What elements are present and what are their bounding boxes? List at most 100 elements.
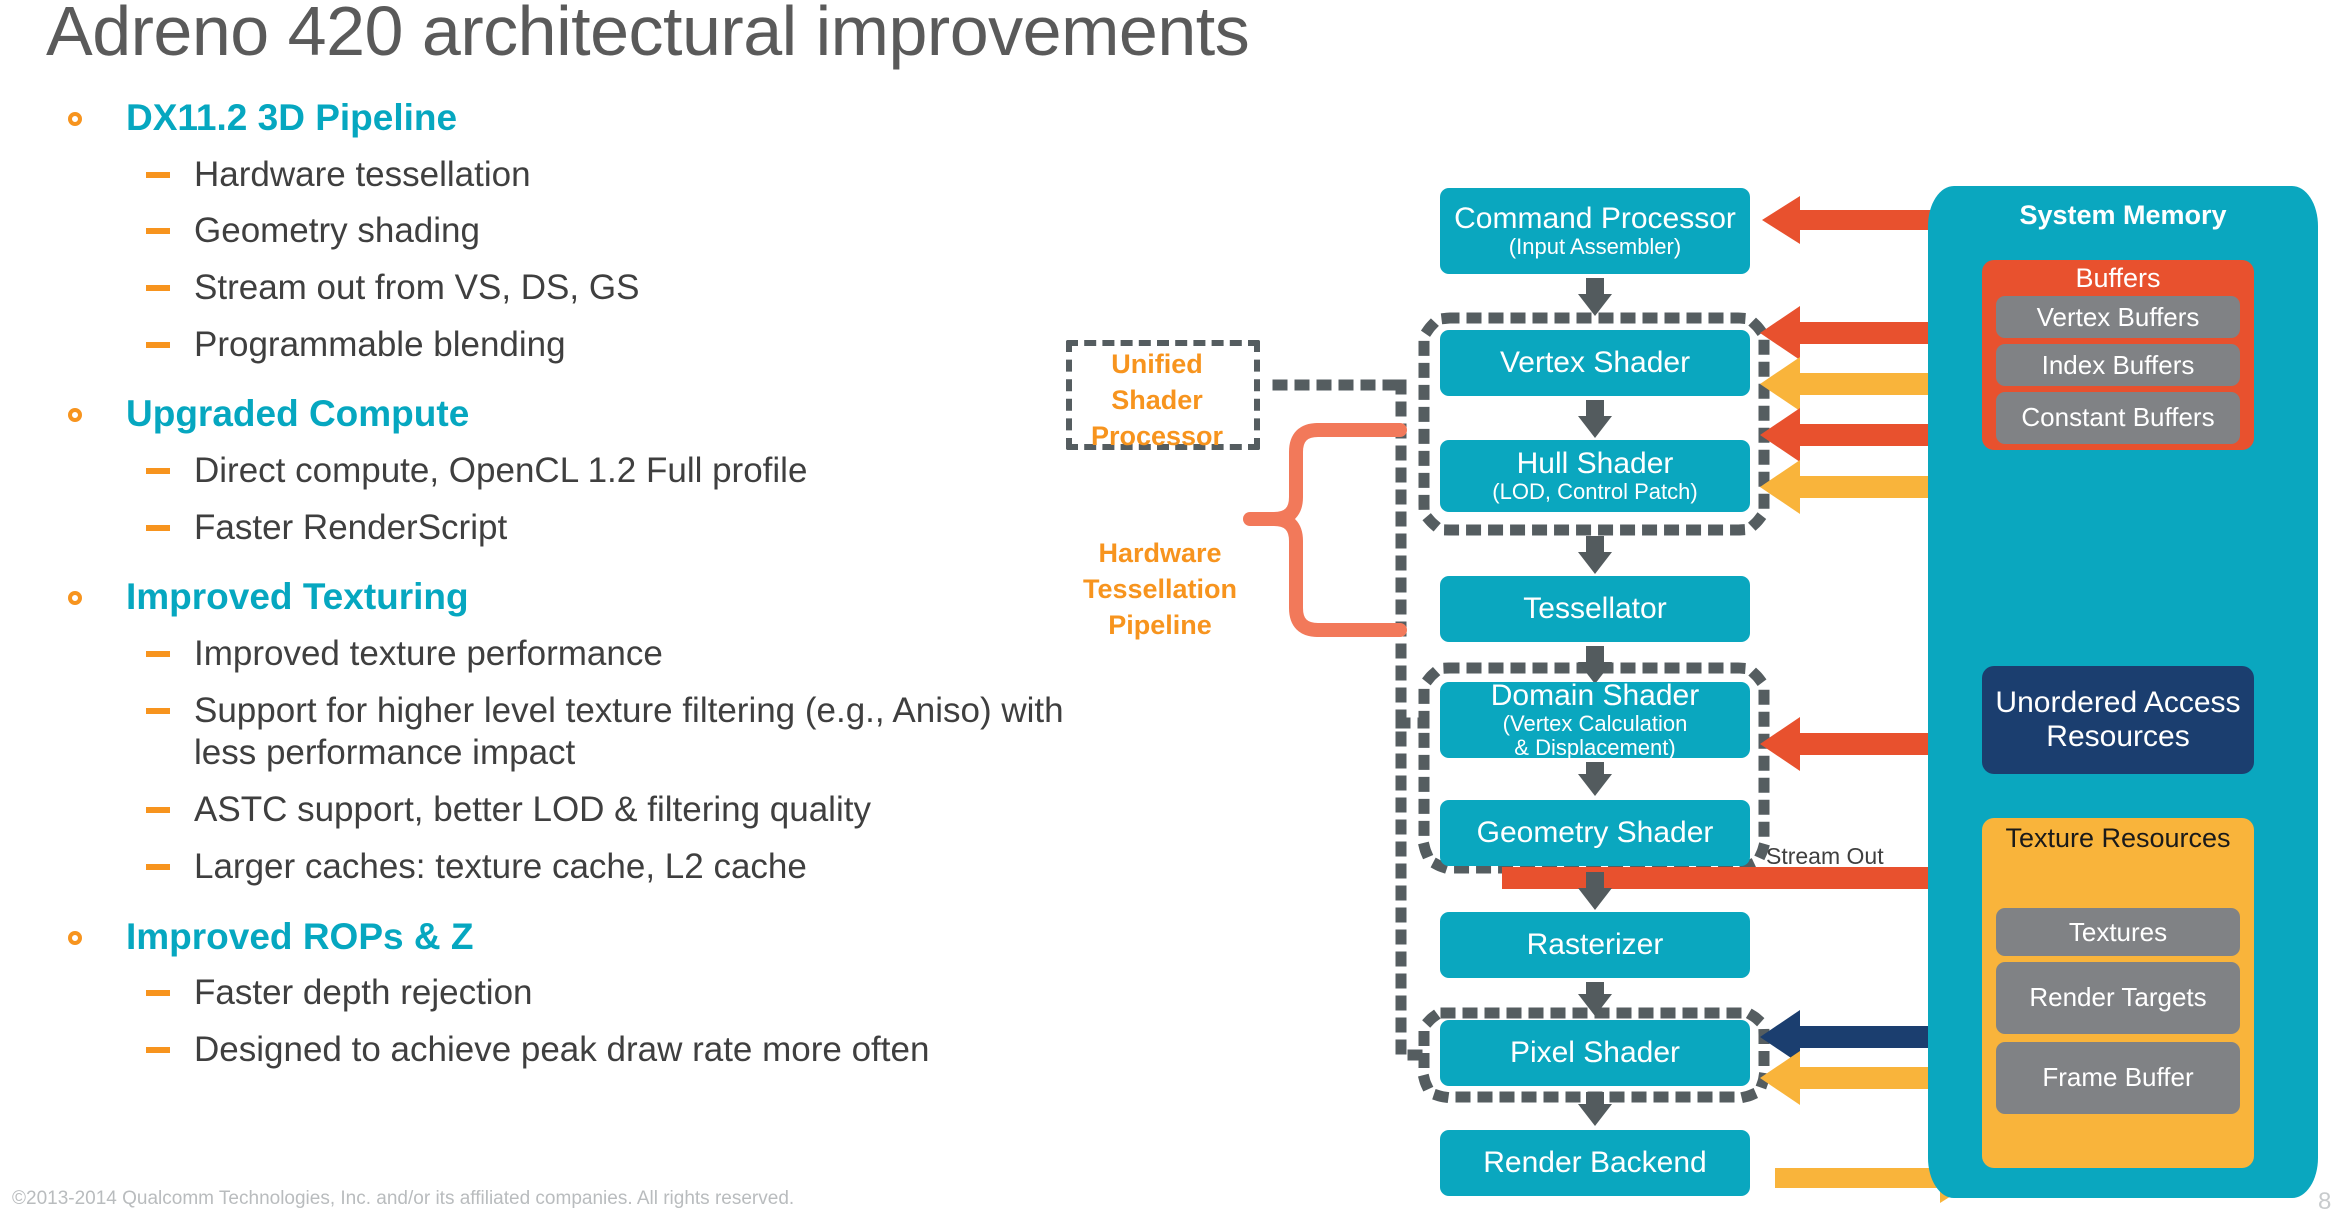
box-title: Hull Shader <box>1516 446 1674 480</box>
flow-arrow-gs-to-rast <box>1578 872 1612 910</box>
bullet-level1: DX11.2 3D Pipeline <box>46 96 1106 140</box>
bullet-level2: Geometry shading <box>46 210 1106 253</box>
box-title: Command Processor <box>1454 201 1736 235</box>
dash-bullet-icon <box>146 228 170 235</box>
bullet-level2-label: Hardware tessellation <box>194 154 531 194</box>
pipeline-box-tessellator[interactable]: Tessellator <box>1440 576 1750 642</box>
bullet-level2: Improved texture performance <box>46 633 1106 676</box>
bullet-list: DX11.2 3D Pipeline Hardware tessellation… <box>46 96 1106 1072</box>
bullet-level2-label: Faster depth rejection <box>194 973 533 1013</box>
ring-bullet-icon <box>68 112 82 126</box>
memory-group-header: Texture Resources <box>2005 823 2231 853</box>
dash-bullet-icon <box>146 171 170 178</box>
bullet-level1: Improved Texturing <box>46 575 1106 619</box>
dash-bullet-icon <box>146 524 170 531</box>
memory-chip-vertex-buffers[interactable]: Vertex Buffers <box>1996 296 2240 338</box>
htp-line-3: Pipeline <box>1108 610 1212 641</box>
box-title: Pixel Shader <box>1509 1035 1681 1069</box>
box-title: Geometry Shader <box>1476 815 1714 849</box>
pipeline-box-render-backend[interactable]: Render Backend <box>1440 1130 1750 1196</box>
memory-chip-frame-buffer[interactable]: Frame Buffer <box>1996 1042 2240 1114</box>
memory-group-header: Buffers <box>2075 263 2161 293</box>
flow-arrow-ps-to-rb <box>1578 1092 1612 1126</box>
pipeline-box-vertex-shader[interactable]: Vertex Shader <box>1440 330 1750 396</box>
bullet-level2: Hardware tessellation <box>46 154 1106 197</box>
page-title: Adreno 420 architectural improvements <box>46 0 1250 70</box>
ring-bullet-icon <box>68 930 82 945</box>
bullet-level2: Larger caches: texture cache, L2 cache <box>46 846 1106 889</box>
memory-chip-render-targets[interactable]: Render Targets <box>1996 962 2240 1034</box>
bullet-level1: Improved ROPs & Z <box>46 915 1106 959</box>
pipeline-box-pixel-shader[interactable]: Pixel Shader <box>1440 1020 1750 1086</box>
bullet-level1-label: Improved ROPs & Z <box>126 915 474 957</box>
arrow-memory-to-hull-shader-read <box>1760 408 1970 462</box>
usp-line-2: Shader <box>1111 385 1203 416</box>
memory-chip-index-buffers[interactable]: Index Buffers <box>1996 344 2240 386</box>
bullet-level1: Upgraded Compute <box>46 392 1106 436</box>
bullet-level2: Stream out from VS, DS, GS <box>46 267 1106 310</box>
box-title: Tessellator <box>1523 591 1667 625</box>
hardware-tessellation-pipeline-label: Hardware Tessellation Pipeline <box>1050 535 1270 644</box>
bullet-level1-label: DX11.2 3D Pipeline <box>126 97 458 138</box>
dash-bullet-icon <box>146 341 170 348</box>
dash-bullet-icon <box>146 707 170 714</box>
htp-line-2: Tessellation <box>1082 574 1238 605</box>
flow-arrow-tess-to-ds <box>1578 646 1612 684</box>
memory-chip-constant-buffers[interactable]: Constant Buffers <box>1996 392 2240 444</box>
unified-shader-processor-box <box>1066 340 1260 450</box>
copyright-footer: ©2013-2014 Qualcomm Technologies, Inc. a… <box>12 1188 795 1209</box>
bullet-level2-label: Stream out from VS, DS, GS <box>194 268 640 308</box>
bullet-level1-label: Upgraded Compute <box>126 393 470 435</box>
pipeline-box-geometry-shader[interactable]: Geometry Shader <box>1440 800 1750 866</box>
bullet-level2-label: Larger caches: texture cache, L2 cache <box>194 846 807 886</box>
box-subtitle: (Input Assembler) <box>1508 234 1682 260</box>
memory-group-unordered-access-resources[interactable]: Unordered Access Resources <box>1982 666 2254 774</box>
unified-shader-processor-label: Unified Shader Processor <box>1066 346 1248 455</box>
dash-bullet-icon <box>146 1046 170 1053</box>
ring-bullet-icon <box>68 591 82 606</box>
tessellation-brace <box>1267 423 1325 637</box>
bullet-level2-label: Improved texture performance <box>194 634 663 674</box>
bullet-level2: Designed to achieve peak draw rate more … <box>46 1029 1106 1072</box>
box-title: Render Backend <box>1483 1145 1707 1179</box>
usp-line-3: Processor <box>1090 421 1224 452</box>
bullet-level1-label: Improved Texturing <box>126 576 469 618</box>
box-subtitle: (Vertex Calculation & Displacement) <box>1502 711 1688 761</box>
htp-line-1: Hardware <box>1098 538 1222 568</box>
bullet-level2: Direct compute, OpenCL 1.2 Full profile <box>46 450 1106 493</box>
bullet-level2-label: Support for higher level texture filteri… <box>194 690 1064 773</box>
bullet-level2: Programmable blending <box>46 324 1106 367</box>
bullet-level2-label: Geometry shading <box>194 211 480 251</box>
flow-arrow-hs-to-tess <box>1578 536 1612 574</box>
pipeline-box-rasterizer[interactable]: Rasterizer <box>1440 912 1750 978</box>
flow-arrow-cp-to-vs <box>1578 278 1612 316</box>
bullet-level2: Faster depth rejection <box>46 972 1106 1015</box>
pipeline-box-hull-shader[interactable]: Hull Shader (LOD, Control Patch) <box>1440 440 1750 512</box>
dash-bullet-icon <box>146 651 170 658</box>
bullet-level2: Faster RenderScript <box>46 507 1106 550</box>
usp-line-1: Unified <box>1111 349 1203 379</box>
stream-out-label: Stream Out <box>1766 843 1884 869</box>
arrow-memory-to-geometry-shader <box>1760 717 1970 771</box>
arrow-memory-to-vertex-shader-read <box>1760 306 1970 360</box>
usp-connector-vertical <box>1395 379 1430 1061</box>
dash-bullet-icon <box>146 468 170 475</box>
box-subtitle: (LOD, Control Patch) <box>1492 479 1698 505</box>
flow-arrow-vs-to-hs <box>1578 400 1612 438</box>
box-title: Vertex Shader <box>1499 345 1691 379</box>
bullet-level2-label: ASTC support, better LOD & filtering qua… <box>194 790 871 830</box>
flow-arrow-ds-to-gs <box>1578 762 1612 796</box>
dash-bullet-icon <box>146 285 170 292</box>
arrow-memory-to-vertex-shader-texture <box>1760 357 1970 411</box>
arrow-memory-to-command-processor <box>1762 196 1970 244</box>
page-number: 8 <box>2318 1188 2332 1215</box>
bullet-level2-label: Direct compute, OpenCL 1.2 Full profile <box>194 451 808 491</box>
memory-chip-textures[interactable]: Textures <box>1996 908 2240 956</box>
bullet-level2-label: Designed to achieve peak draw rate more … <box>194 1029 930 1069</box>
pipeline-box-command-processor[interactable]: Command Processor (Input Assembler) <box>1440 188 1750 274</box>
pipeline-box-domain-shader[interactable]: Domain Shader (Vertex Calculation & Disp… <box>1440 679 1750 761</box>
bullet-level2-label: Programmable blending <box>194 324 566 364</box>
dash-bullet-icon <box>146 863 170 870</box>
